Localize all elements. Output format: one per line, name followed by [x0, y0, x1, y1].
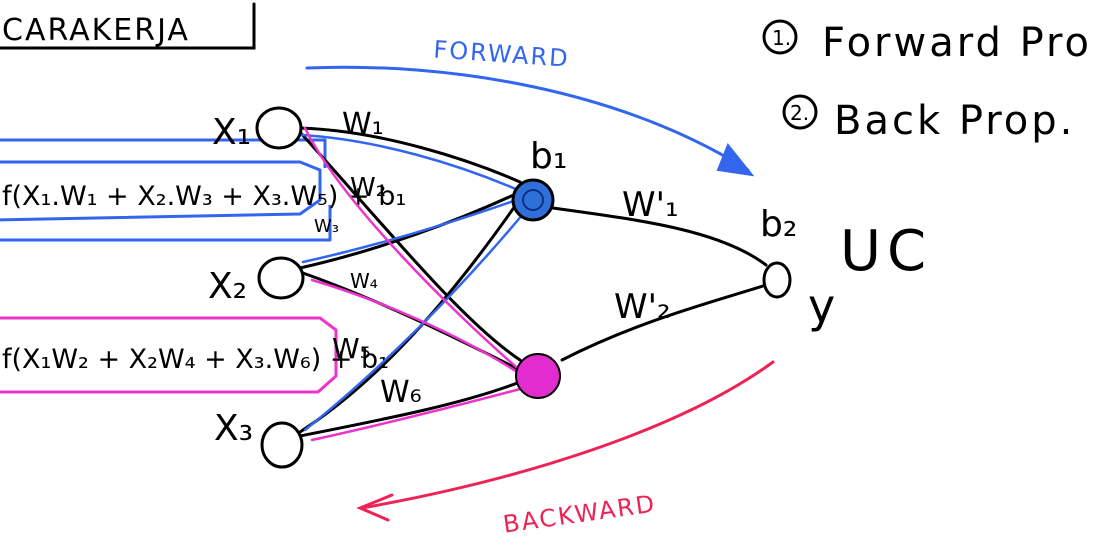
step1-number: 1. — [772, 26, 791, 50]
input-node-x1 — [255, 106, 303, 150]
weight-w2-prime: W'₂ — [614, 287, 671, 327]
edge-h2-out — [560, 283, 768, 362]
weight-w3: W₃ — [314, 216, 339, 237]
step2-circle — [782, 94, 818, 130]
weight-w2: W₂ — [350, 173, 386, 203]
input-node-x2 — [257, 256, 305, 300]
output-labels: UC y — [808, 219, 932, 333]
output-y-label: y — [808, 279, 835, 333]
hidden-node-2 — [515, 353, 561, 399]
step1-text: Forward Prop. — [822, 20, 1095, 66]
title-box: CARAKERJA — [0, 2, 256, 50]
input-label-x2: X₂ — [208, 266, 247, 307]
step2-text: Back Prop. — [834, 98, 1075, 144]
backward-label: BACKWARD — [501, 490, 657, 539]
bias-labels: b₁ b₂ — [530, 136, 797, 245]
weight-w5: W₅ — [332, 332, 371, 365]
weight-w1: W₁ — [342, 107, 384, 142]
step2-number: 2. — [790, 101, 809, 125]
output-uc-label: UC — [840, 219, 932, 284]
input-nodes: X₁ X₂ X₃ — [208, 106, 305, 469]
step1-circle — [762, 19, 798, 55]
formula-pink-text: f(X₁W₂ + X₂W₄ + X₃.W₆) + b₁ — [2, 344, 389, 375]
input-node-x3 — [260, 421, 304, 469]
blue-overlay — [300, 133, 530, 432]
bias-b1: b₁ — [530, 136, 567, 177]
edge-x1-h2 — [296, 128, 522, 362]
bias-b2: b₂ — [760, 204, 797, 245]
weight-w4: W₄ — [350, 269, 378, 293]
output-node — [762, 261, 792, 299]
backward-arrow: BACKWARD — [356, 360, 775, 539]
input-label-x3: X₃ — [214, 408, 253, 449]
hidden-nodes — [511, 178, 561, 399]
weight-w6: W₆ — [380, 375, 422, 410]
hidden-node-1 — [511, 178, 555, 222]
formula-box-pink: f(X₁W₂ + X₂W₄ + X₃.W₆) + b₁ — [0, 316, 389, 394]
edge-x2-h1 — [298, 190, 522, 270]
title-text: CARAKERJA — [2, 13, 190, 48]
connections — [296, 126, 768, 438]
steps-list: 1. Forward Prop. 2. Back Prop. — [762, 19, 1095, 144]
formula-blue-text: f(X₁.W₁ + X₂.W₃ + X₃.W₅) + b₁ — [2, 181, 406, 212]
pink-overlay — [303, 126, 526, 442]
edge-h1-out — [551, 206, 768, 267]
edge-x3-h2 — [298, 380, 522, 438]
edge-x1-h1 — [296, 126, 522, 184]
forward-arrow: FORWARD — [305, 35, 755, 177]
forward-label: FORWARD — [433, 35, 571, 72]
weight-labels: W₁ W₂ W₃ W₄ W₅ W₆ W'₁ W'₂ — [314, 107, 679, 410]
formula-box-blue: f(X₁.W₁ + X₂.W₃ + X₃.W₅) + b₁ — [0, 138, 406, 242]
input-label-x1: X₁ — [212, 112, 251, 153]
weight-w1-prime: W'₁ — [622, 185, 679, 225]
